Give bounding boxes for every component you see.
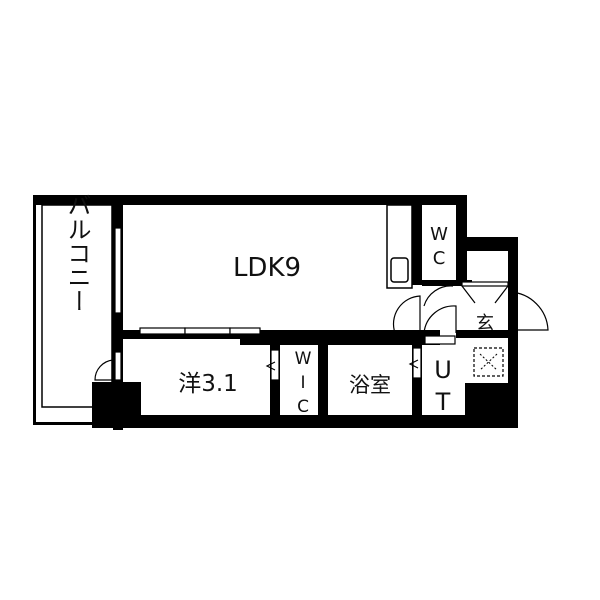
kitchen-counter — [386, 204, 413, 289]
utility-label-u: U — [434, 356, 452, 384]
windows — [114, 227, 456, 381]
wic-label-c: C — [297, 397, 309, 417]
balcony-label: バルコニー — [63, 193, 91, 313]
wc-label-c: C — [433, 248, 446, 269]
wc-label-w: W — [430, 224, 448, 245]
washing-machine-space — [473, 347, 504, 377]
balcony — [33, 195, 113, 425]
doors — [94, 281, 549, 381]
washing-machine-mark — [479, 353, 498, 371]
wic-label-w: W — [295, 349, 312, 369]
western-room-label: 洋3.1 — [178, 371, 238, 397]
entrance-label: 玄 — [476, 313, 494, 334]
svg-text:バルコニー: バルコニー — [63, 193, 91, 313]
wic-label-i: I — [300, 373, 305, 393]
bath-label: 浴室 — [349, 373, 391, 397]
utility-label-t: T — [435, 388, 451, 416]
ldk-label: LDK9 — [233, 253, 301, 283]
